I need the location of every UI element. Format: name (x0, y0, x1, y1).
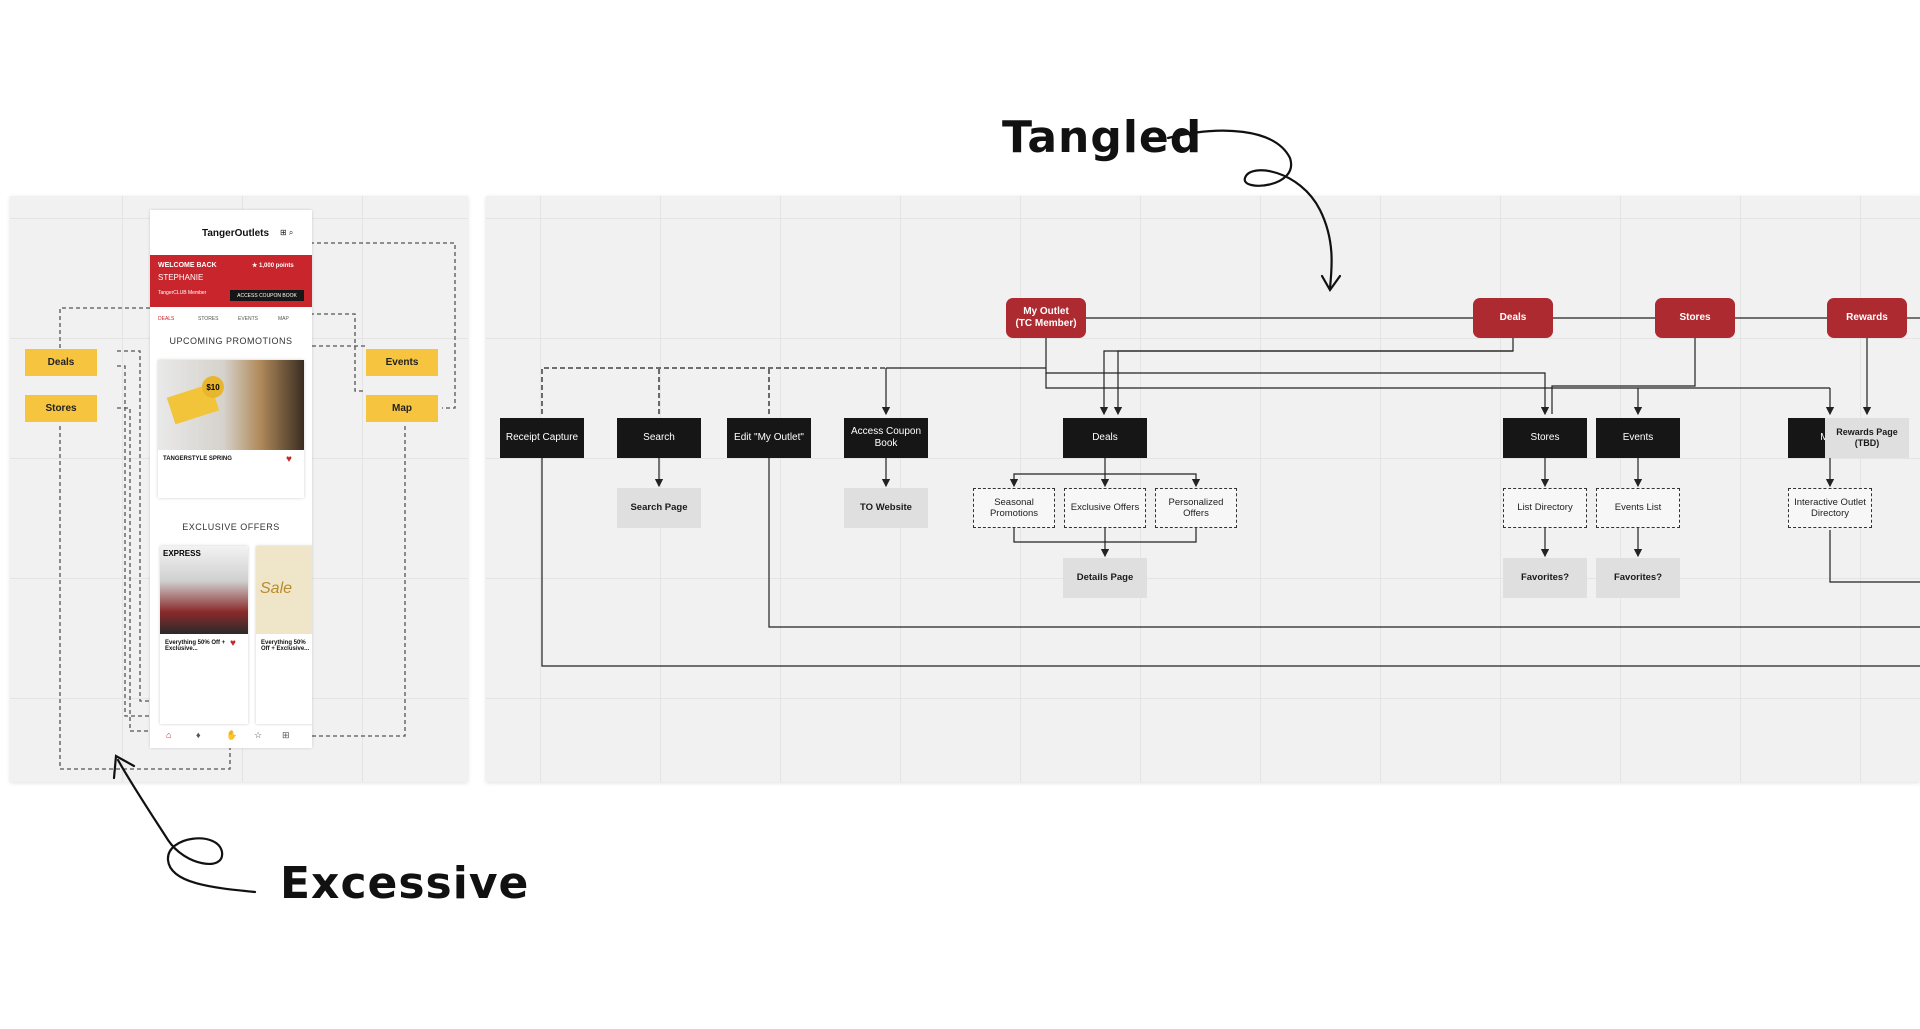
interactive-outlet-directory-node[interactable]: Interactive Outlet Directory (1788, 488, 1872, 528)
phone-bottom-nav: ⌂ ♦ ✋ ☆ ⊞ (150, 730, 312, 748)
to-website-node[interactable]: TO Website (844, 488, 928, 528)
phone-tabs: DEALS STORES EVENTS MAP (150, 314, 312, 326)
offer-card-2[interactable]: Sale Everything 50% Off + Exclusive... (256, 546, 312, 724)
access-coupon-book-node[interactable]: Access Coupon Book (844, 418, 928, 458)
phone-mockup: TangerOutlets ⊞ ⌕ WELCOME BACK STEPHANIE… (150, 210, 312, 748)
my-outlet-node[interactable]: My Outlet (TC Member) (1006, 298, 1086, 338)
search-node[interactable]: Search (617, 418, 701, 458)
express-logo: EXPRESS (163, 549, 201, 558)
phone-tab-events[interactable]: EVENTS (238, 316, 259, 322)
member-name: STEPHANIE (158, 273, 204, 282)
wire-deals-to-deals (1099, 338, 1514, 416)
wire-deals-nav-2 (117, 365, 181, 736)
home-icon[interactable]: ⌂ (166, 730, 172, 740)
heart-icon[interactable]: ♥ (286, 454, 292, 465)
wire-return-map (1829, 530, 1920, 583)
phone-tab-map[interactable]: MAP (278, 316, 289, 322)
wire-myoutlet-map-bus (1045, 373, 1830, 389)
right-connectors (541, 317, 1920, 667)
deals-top-node[interactable]: Deals (1473, 298, 1553, 338)
member-label: TangerCLUB Member (158, 290, 207, 296)
heart-icon[interactable]: ♥ (230, 638, 236, 649)
tangled-label: Tangled (1002, 112, 1203, 163)
offer-image-2 (256, 546, 312, 634)
events-node[interactable]: Events (1596, 418, 1680, 458)
phone-tab-deals[interactable]: DEALS (158, 316, 175, 322)
exclusive-offers-heading: EXCLUSIVE OFFERS (182, 522, 280, 532)
wire-nav-map (305, 426, 406, 737)
offer-image-1 (160, 546, 248, 634)
seasonal-promotions-node[interactable]: Seasonal Promotions (973, 488, 1055, 528)
wire-tab-map (310, 313, 366, 392)
personalized-offers-node[interactable]: Personalized Offers (1155, 488, 1237, 528)
hand-icon[interactable]: ✋ (226, 730, 238, 740)
map-pin-icon[interactable]: ♦ (196, 730, 201, 740)
search-page-node[interactable]: Search Page (617, 488, 701, 528)
wire-seasonal (1009, 458, 1106, 488)
sale-art: Sale (260, 580, 293, 597)
grid-icon[interactable]: ⊞ (282, 730, 290, 740)
promo-badge: $10 (202, 376, 224, 398)
upcoming-promotions-heading: UPCOMING PROMOTIONS (169, 336, 293, 346)
wire-dashed-receipt (541, 367, 886, 414)
wire-header-map (310, 242, 456, 409)
stores-top-node[interactable]: Stores (1655, 298, 1735, 338)
offer-text-2: Everything 50% Off + Exclusive... (261, 640, 310, 652)
welcome-banner: WELCOME BACK STEPHANIE ★ 1,000 points Ta… (150, 255, 312, 307)
phone-header-icons: ⊞ ⌕ (280, 228, 294, 237)
rewards-top-node[interactable]: Rewards (1827, 298, 1907, 338)
edit-my-outlet-node[interactable]: Edit "My Outlet" (727, 418, 811, 458)
tanger-logo: TangerOutlets (202, 228, 270, 239)
stores-node[interactable]: Stores (1503, 418, 1587, 458)
offer-card-1[interactable]: EXPRESS Everything 50% Off + Exclusive..… (160, 546, 248, 724)
list-directory-node[interactable]: List Directory (1503, 488, 1587, 528)
welcome-text: WELCOME BACK (158, 262, 217, 269)
wire-return-receipt (541, 458, 1920, 667)
wire-stores-to-stores (1551, 338, 1696, 414)
right-diagram-panel: My Outlet (TC Member) Deals Stores Rewar… (486, 196, 1920, 782)
favorites-stores-node[interactable]: Favorites? (1503, 558, 1587, 598)
events-list-node[interactable]: Events List (1596, 488, 1680, 528)
points-badge: ★ 1,000 points (252, 263, 294, 269)
offer-text-1: Everything 50% Off + Exclusive... (165, 640, 226, 652)
left-map-node[interactable]: Map (366, 395, 438, 422)
wire-stores-nav (117, 407, 160, 732)
deals-node[interactable]: Deals (1063, 418, 1147, 458)
left-deals-node[interactable]: Deals (25, 349, 97, 376)
promo-card[interactable]: $10 TANGERSTYLE SPRING ♥ (158, 360, 304, 498)
rewards-page-node[interactable]: Rewards Page (TBD) (1825, 418, 1909, 458)
left-events-node[interactable]: Events (366, 349, 438, 376)
left-stores-node[interactable]: Stores (25, 395, 97, 422)
phone-tab-stores[interactable]: STORES (198, 316, 219, 322)
details-page-node[interactable]: Details Page (1063, 558, 1147, 598)
wire-personalized (1105, 473, 1201, 488)
wire-myoutlet-stores (1045, 338, 1550, 416)
favorites-events-node[interactable]: Favorites? (1596, 558, 1680, 598)
star-icon[interactable]: ☆ (254, 730, 263, 740)
promo-title: TANGERSTYLE SPRING (163, 456, 232, 462)
exclusive-offers-node[interactable]: Exclusive Offers (1064, 488, 1146, 528)
receipt-capture-node[interactable]: Receipt Capture (500, 418, 584, 458)
wire-deals-to-deals-2 (1113, 350, 1513, 416)
excessive-label: Excessive (280, 858, 530, 909)
coupon-book-button[interactable]: ACCESS COUPON BOOK (230, 290, 304, 301)
wire-return-edit (768, 458, 1920, 628)
